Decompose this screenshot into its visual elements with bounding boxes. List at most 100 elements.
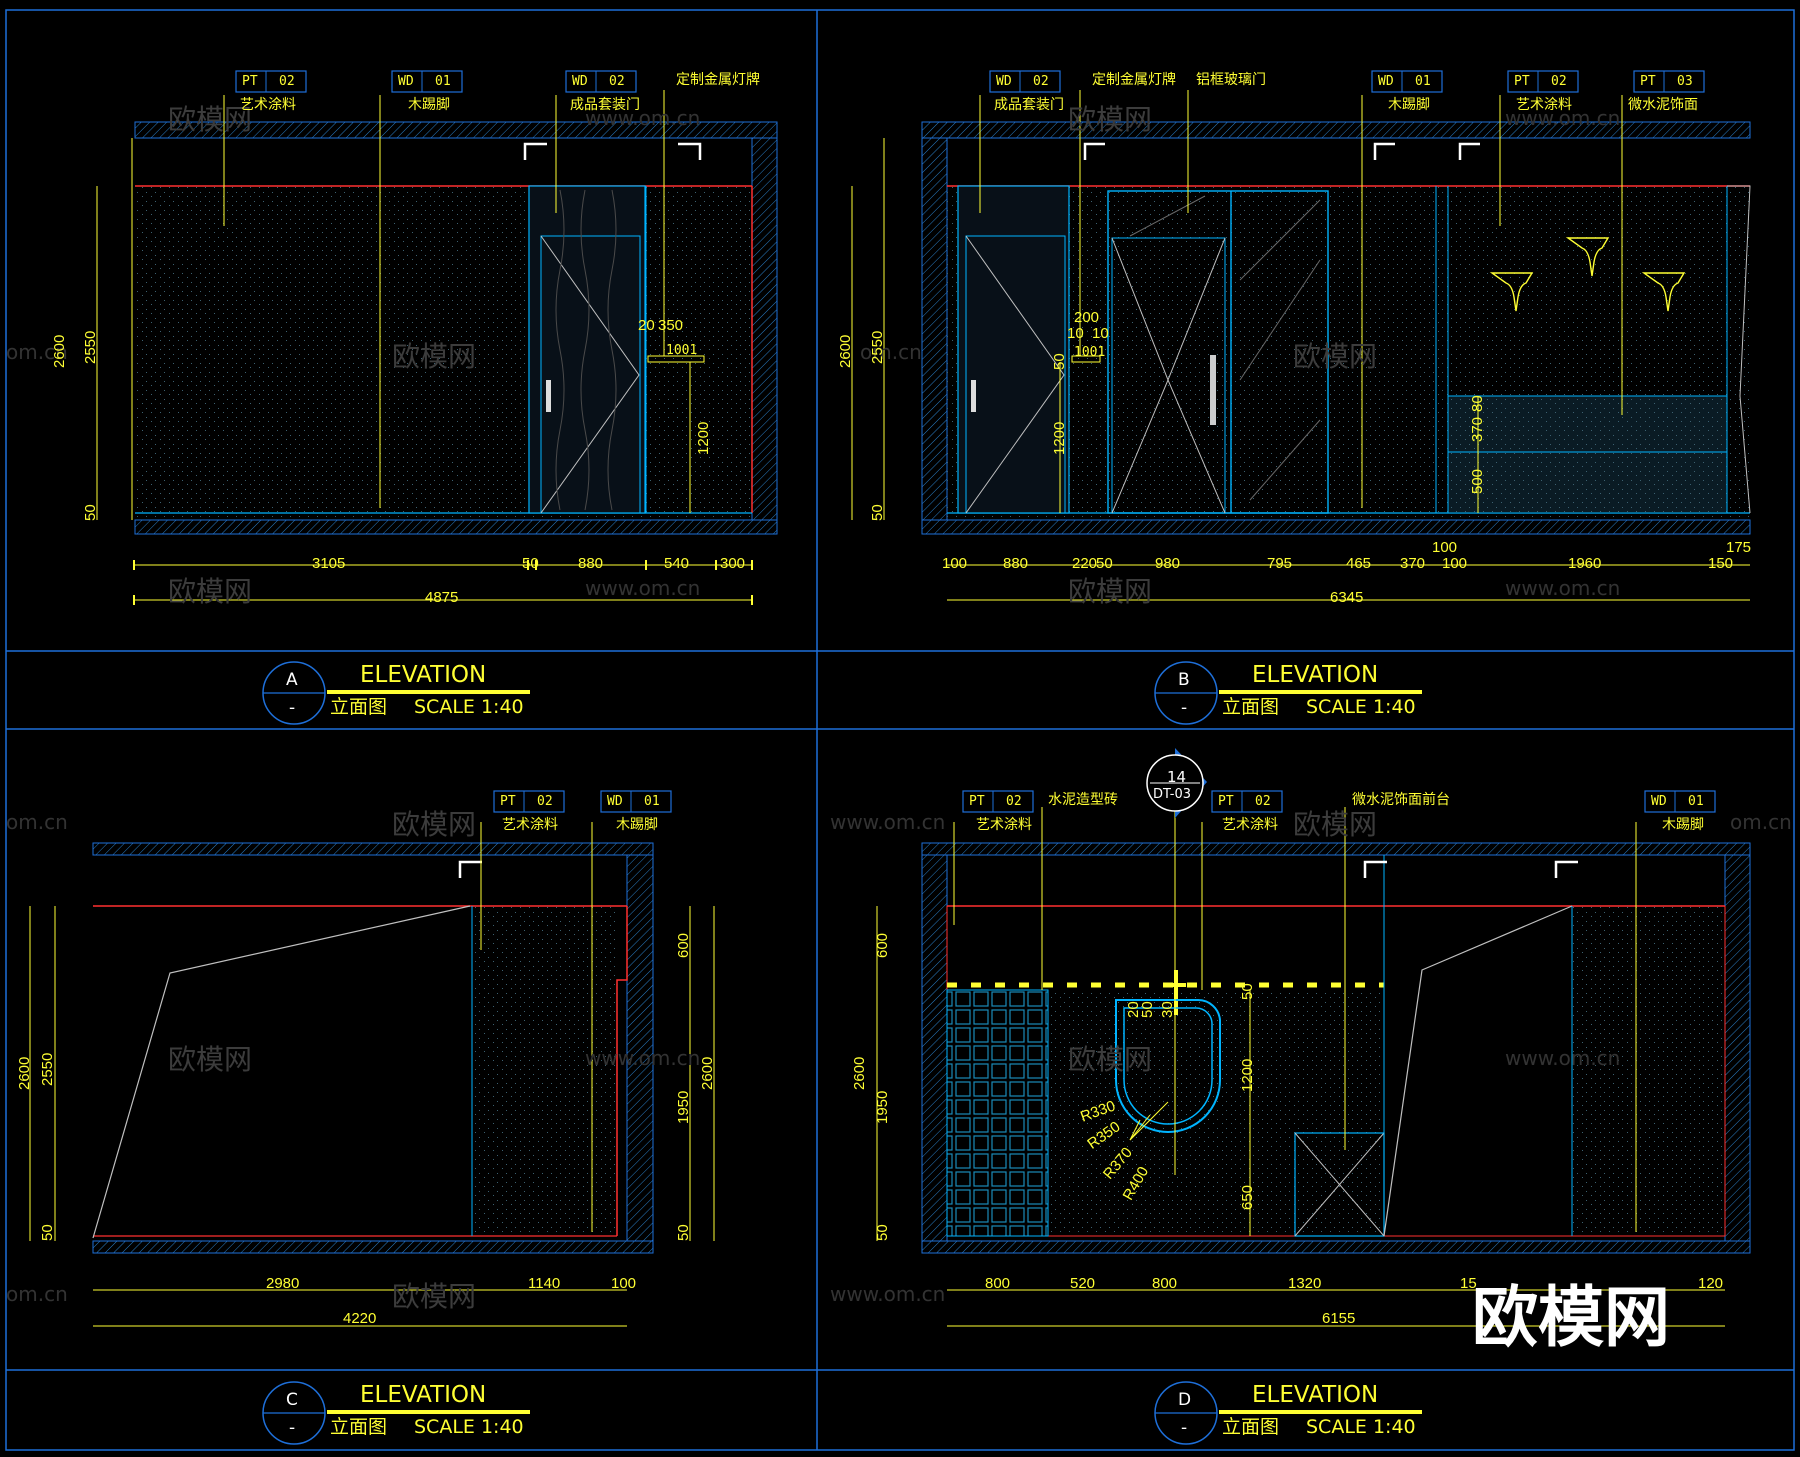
- elevation-a: [96, 90, 778, 605]
- dim-label: 50: [82, 504, 99, 521]
- tag-code: WD: [1651, 794, 1667, 809]
- tag-code: PT: [1218, 794, 1234, 809]
- dim-label: 10: [1092, 325, 1109, 342]
- watermark-url: www.om.cn: [1505, 1046, 1621, 1070]
- dim-total: 6345: [1330, 589, 1364, 606]
- dim-label: 30: [1159, 1001, 1176, 1018]
- dim-label: 540: [664, 555, 690, 572]
- detail-marker-number: 14: [1167, 768, 1187, 786]
- watermark-text: 欧模网: [168, 103, 253, 136]
- watermark-url: www.om.cn: [830, 810, 946, 834]
- dim-label: 175: [1726, 539, 1752, 556]
- tag-code: PT: [1514, 74, 1530, 89]
- dim-label: 50: [1096, 555, 1113, 572]
- tag-num: 01: [1415, 74, 1431, 89]
- elevation-title: ELEVATION: [360, 1382, 487, 1408]
- watermark-text: 欧模网: [1068, 103, 1153, 136]
- tag-label: 艺术涂料: [502, 817, 558, 833]
- tag-code: PT: [1640, 74, 1656, 89]
- watermark-url: om.cn: [6, 810, 68, 834]
- tag-label: 成品套装门: [994, 97, 1064, 113]
- note-front-desk: 微水泥饰面前台: [1352, 792, 1450, 808]
- dim-label: 200: [1074, 309, 1100, 326]
- elevation-subtitle: 立面图: [330, 696, 388, 718]
- tag-num: 01: [644, 794, 660, 809]
- tag-label: 艺术涂料: [240, 97, 296, 113]
- dim-label: 1001: [1074, 345, 1106, 360]
- elevation-title: ELEVATION: [360, 662, 487, 688]
- dim-label: 20: [638, 317, 655, 334]
- dim-label: 220: [1072, 555, 1098, 572]
- dim-label: 300: [720, 555, 746, 572]
- dim-total: 4875: [425, 589, 459, 606]
- dim-label: 2600: [837, 334, 854, 368]
- dim-label: 1320: [1288, 1275, 1322, 1292]
- dim-label: 10: [1067, 325, 1084, 342]
- dim-label: 2600: [851, 1056, 868, 1090]
- watermark-url: www.om.cn: [1505, 576, 1621, 600]
- sheet-frame: [5, 9, 1795, 1451]
- dim-label: 800: [1152, 1275, 1178, 1292]
- watermark-text: 欧模网: [392, 340, 477, 373]
- elevation-title: ELEVATION: [1252, 662, 1379, 688]
- dim-label: 350: [658, 317, 684, 334]
- elevation-title: ELEVATION: [1252, 1382, 1379, 1408]
- tag-num: 01: [1688, 794, 1704, 809]
- watermark-url: www.om.cn: [1505, 106, 1621, 130]
- dim-label: 15: [1460, 1275, 1477, 1292]
- watermark-text: 欧模网: [392, 1280, 477, 1313]
- dim-label: 2550: [39, 1052, 56, 1086]
- dim-label: 50: [1139, 1001, 1156, 1018]
- dim-label: 50: [522, 555, 539, 572]
- note-lamp-sign: 定制金属灯牌: [676, 72, 760, 88]
- elevation-sub: -: [1181, 698, 1188, 718]
- dim-label: 2600: [699, 1056, 716, 1090]
- dim-label: 520: [1070, 1275, 1096, 1292]
- dim-label: 880: [1003, 555, 1029, 572]
- dim-label: 150: [1708, 555, 1734, 572]
- tag-code: WD: [572, 74, 588, 89]
- elevation-sub: -: [289, 698, 296, 718]
- watermark-text: 欧模网: [1068, 1043, 1153, 1076]
- note-cement-brick: 水泥造型砖: [1048, 792, 1118, 808]
- dim-label: 2550: [82, 330, 99, 364]
- dim-label: 370: [1400, 555, 1426, 572]
- tag-code: WD: [607, 794, 623, 809]
- tag-num: 02: [537, 794, 553, 809]
- tag-num: 02: [1255, 794, 1271, 809]
- dim-label: 980: [1155, 555, 1181, 572]
- watermark-text: 欧模网: [1068, 575, 1153, 608]
- tag-num: 02: [1006, 794, 1022, 809]
- dim-label: 2980: [266, 1275, 300, 1292]
- tag-num: 03: [1677, 74, 1693, 89]
- dim-label: 3105: [312, 555, 346, 572]
- elevation-scale: SCALE 1:40: [1306, 696, 1416, 718]
- elevation-letter: B: [1178, 670, 1190, 690]
- tag-code: PT: [500, 794, 516, 809]
- watermark-url: om.cn: [6, 1282, 68, 1306]
- dim-label: 2550: [869, 330, 886, 364]
- dim-label: 100: [611, 1275, 637, 1292]
- tag-label: 艺术涂料: [1222, 817, 1278, 833]
- elevation-scale: SCALE 1:40: [414, 1416, 524, 1438]
- dim-label: 2600: [51, 334, 68, 368]
- elevation-sub: -: [289, 1418, 296, 1438]
- dim-label: 120: [1698, 1275, 1724, 1292]
- dim-label: 1950: [874, 1090, 891, 1124]
- tag-label: 木踢脚: [1388, 97, 1430, 113]
- watermark-text: 欧模网: [168, 575, 253, 608]
- dim-label: 1140: [528, 1275, 561, 1292]
- site-logo: 欧模网: [1472, 1279, 1670, 1356]
- dim-label: 80: [1469, 395, 1486, 412]
- note-glass-door: 铝框玻璃门: [1196, 72, 1266, 88]
- dim-label: 1001: [666, 343, 698, 358]
- tag-label: 成品套装门: [570, 97, 640, 113]
- dim-label: 100: [1442, 555, 1468, 572]
- elevation-letter: A: [286, 670, 298, 690]
- dim-total: 4220: [343, 1310, 377, 1327]
- dim-label: 650: [1239, 1184, 1256, 1210]
- dim-label: 1960: [1568, 555, 1602, 572]
- tag-label: 艺术涂料: [976, 817, 1032, 833]
- dim-total: 6155: [1322, 1310, 1356, 1327]
